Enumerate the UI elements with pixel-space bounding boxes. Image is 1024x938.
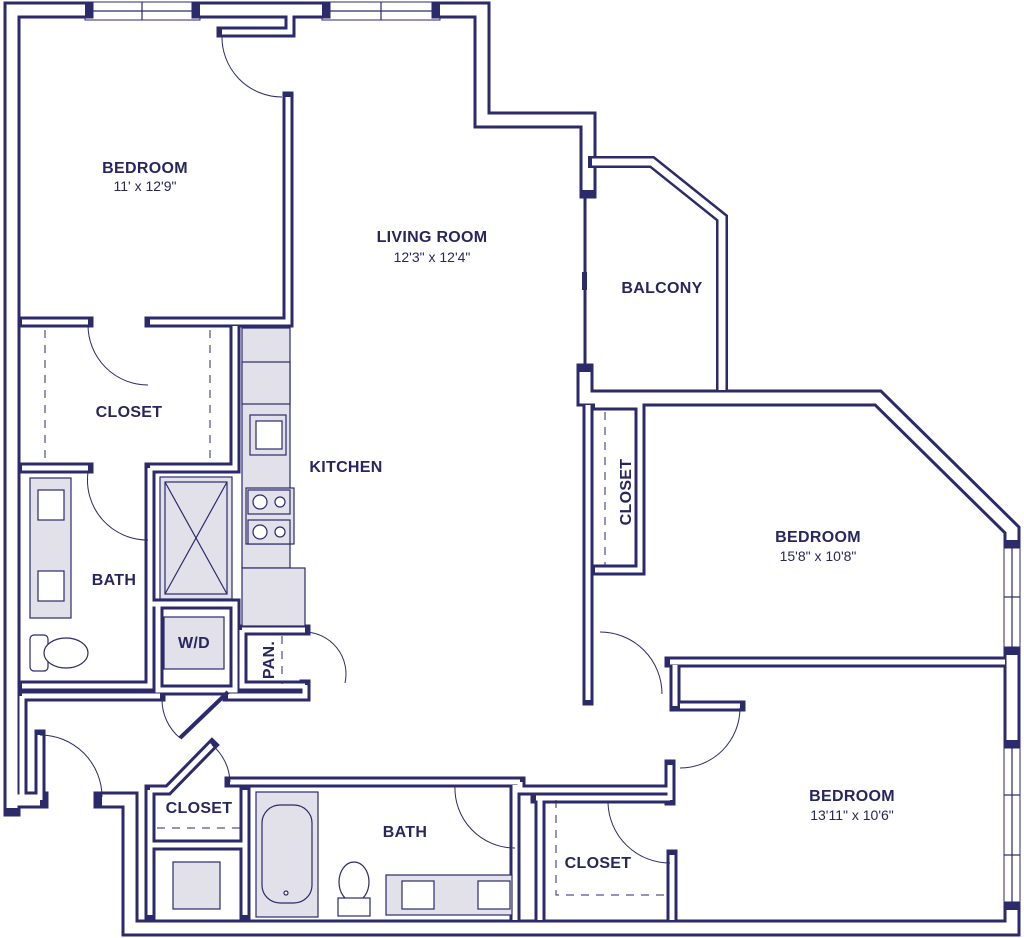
storage-fixtures [172,861,221,910]
window-top-center [321,1,441,21]
window-bedroom-3 [1003,739,1021,911]
bedroom-1-label: BEDROOM [102,160,188,177]
bath-2-fixtures [255,791,513,918]
door-swings [39,34,741,896]
bath-1-fixtures [29,476,233,672]
window-bedroom-2 [1003,539,1021,656]
bath-2-label: BATH [383,824,427,841]
window-top-left [84,1,201,21]
refrigerator [241,567,306,627]
kitchen-counter [241,327,306,627]
closet-2-label: CLOSET [618,459,635,526]
bedroom-2-label: BEDROOM [775,529,861,546]
bedroom-1-size: 11' x 12'9" [114,178,177,194]
bath-1-label: BATH [92,572,136,589]
closet-3-label: CLOSET [166,800,233,817]
bedroom-3-label: BEDROOM [809,788,895,805]
bedroom-2-size: 15'8" x 10'8" [780,548,857,564]
bedroom-3-size: 13'11" x 10'6" [810,807,894,823]
pantry-label: PAN. [261,641,278,679]
living-room-size: 12'3" x 12'4" [394,249,471,265]
closet-1-label: CLOSET [96,404,163,421]
balcony-railing [582,156,728,392]
wd-label: W/D [178,635,210,652]
kitchen-label: KITCHEN [309,459,382,476]
living-room-label: LIVING ROOM [377,229,488,246]
balcony-label: BALCONY [621,280,702,297]
closet-4-label: CLOSET [565,855,632,872]
